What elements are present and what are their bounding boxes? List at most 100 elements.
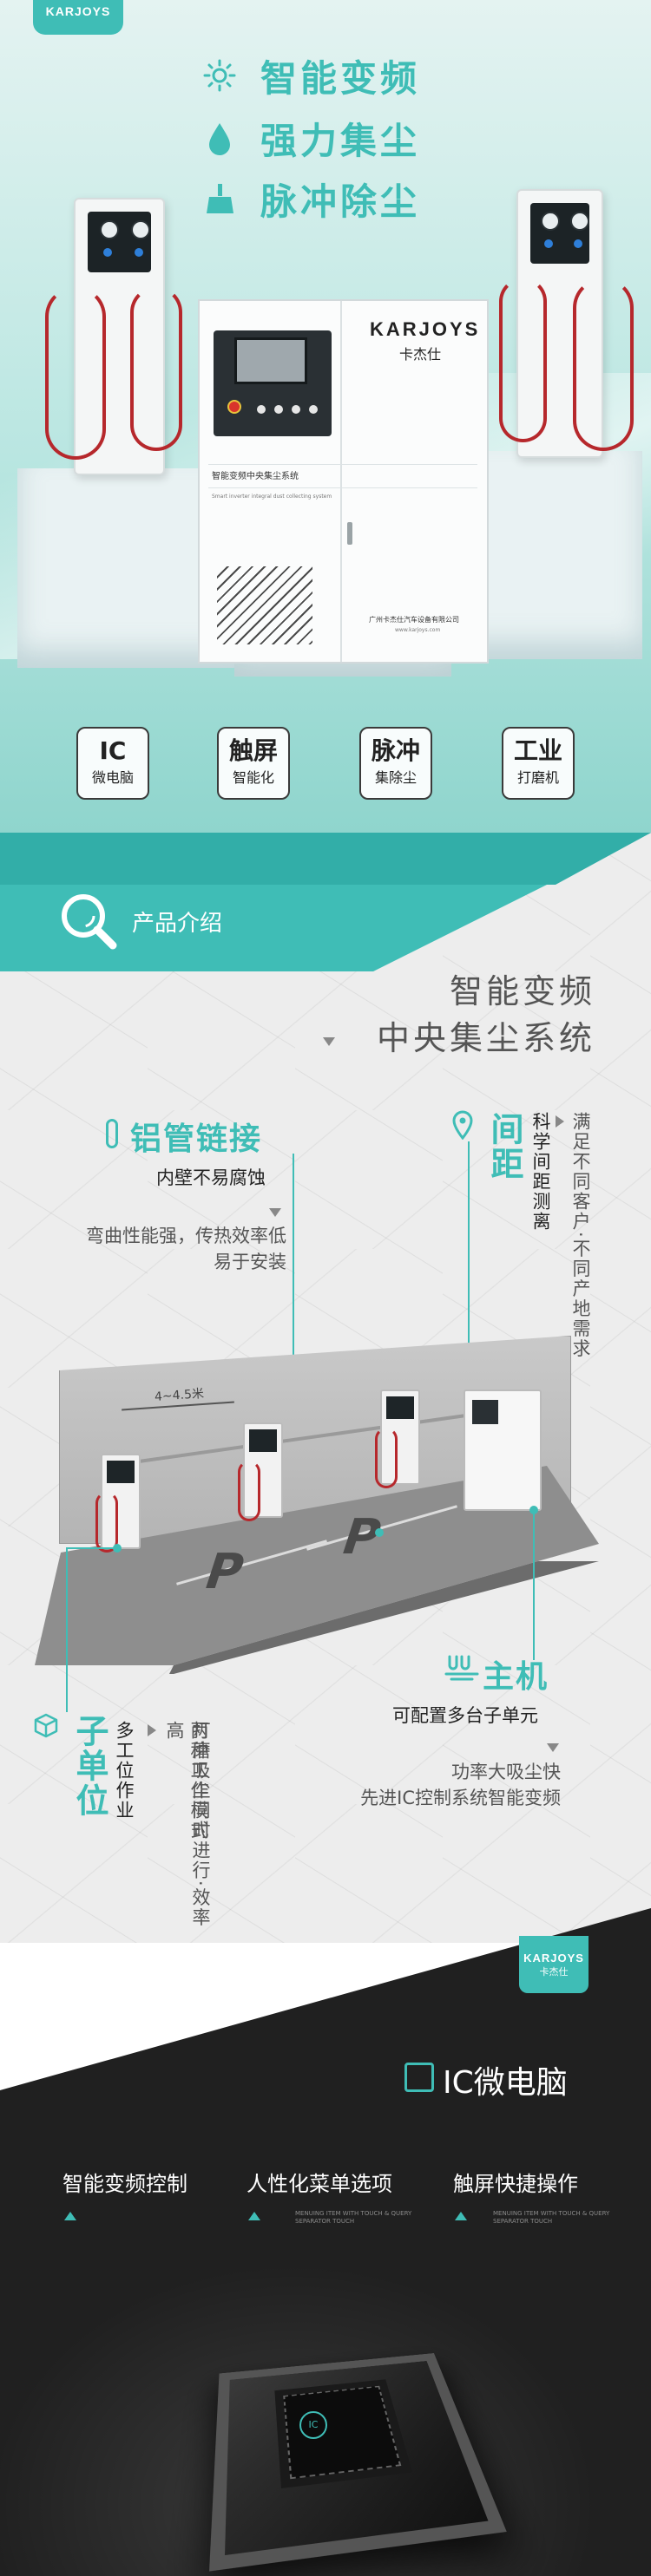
feature-box-ic: IC 微电脑	[76, 727, 149, 800]
feature-label: 强力集尘	[260, 119, 421, 162]
cabinet-website: www.karjoys.com	[395, 627, 441, 633]
search-icon	[56, 888, 120, 952]
ic-title: IC微电脑	[443, 2065, 568, 2101]
ic-brand-logo: KARJOYS 卡杰仕	[519, 1936, 589, 1993]
aluminum-subtitle: 内壁不易腐蚀	[156, 1167, 266, 1188]
host-title: 主机	[483, 1659, 549, 1695]
station-panel	[88, 212, 151, 272]
pipe-icon	[106, 1119, 118, 1148]
connector-line	[468, 1141, 470, 1440]
hose-icon	[130, 286, 182, 451]
feature-label: 智能变频	[260, 56, 421, 100]
touch-screen	[234, 337, 307, 384]
intro-header: 产品介绍	[132, 911, 223, 937]
mini-main-unit	[464, 1389, 542, 1511]
connector-line	[66, 1547, 115, 1549]
feature-box-industry: 工业 打磨机	[502, 727, 575, 800]
feature-box-subtitle: 打磨机	[516, 769, 559, 786]
distance-label: 4~4.5米	[154, 1387, 205, 1404]
hero-section: KARJOYS 智能变频 强力集尘 脉冲除尘	[0, 0, 651, 833]
ic-item-touch-sub: MENUING ITEM WITH TOUCH & QUERY SEPARATO…	[493, 2210, 610, 2225]
feature-label: 脉冲除尘	[260, 180, 421, 223]
intro-title-line1: 智能变频	[449, 972, 595, 1010]
feature-box-title: 触屏	[228, 736, 278, 765]
ic-item-menu-sub: MENUING ITEM WITH TOUCH & QUERY SEPARATO…	[295, 2210, 412, 2225]
triangle-icon	[269, 1208, 281, 1217]
ic-brand-logo-cn: 卡杰仕	[539, 1966, 569, 1978]
hose-icon	[375, 1428, 398, 1488]
triangle-icon	[455, 2212, 467, 2220]
host-body-line2: 先进IC控制系统智能变频	[360, 1788, 561, 1808]
feature-box-touch: 触屏 智能化	[217, 727, 290, 800]
hose-icon	[95, 1492, 118, 1553]
aluminum-body-line2: 易于安装	[214, 1252, 286, 1272]
aluminum-title: 铝管链接	[130, 1121, 263, 1157]
connector-line	[293, 1154, 294, 1412]
connector-dot	[113, 1544, 122, 1553]
triangle-icon	[547, 1743, 559, 1752]
feature-box-title: IC	[99, 736, 127, 765]
feature-pulse: 脉冲除尘	[200, 177, 420, 223]
station-panel	[530, 203, 589, 264]
connector-dot	[375, 1528, 384, 1537]
ic-item-menu: 人性化菜单选项	[247, 2172, 392, 2196]
hose-icon	[45, 286, 106, 460]
chip-ic-icon: IC	[299, 2411, 327, 2439]
brand-logo: KARJOYS	[33, 0, 123, 35]
cabinet-label-strip: 智能变频中央集尘系统	[208, 464, 477, 488]
hose-icon	[573, 278, 634, 451]
main-unit-cabinet: KARJOYS 卡杰仕 智能变频中央集尘系统 Smart inverter in…	[198, 299, 489, 664]
triangle-icon	[323, 1037, 335, 1046]
feature-box-pulse: 脉冲 集除尘	[359, 727, 432, 800]
cube-icon	[33, 1712, 59, 1738]
intro-title-line2: 中央集尘系统	[376, 1019, 595, 1057]
feature-inverter: 智能变频	[200, 54, 420, 100]
connector-line	[66, 1547, 68, 1712]
triangle-icon	[64, 2212, 76, 2220]
sub-unit-subtitle: 多工位作业	[114, 1721, 135, 1821]
sub-unit-body2: 两种工作模式	[188, 1721, 209, 1840]
feature-box-title: 工业	[513, 736, 562, 765]
gear-sun-icon	[200, 56, 240, 95]
triangle-icon	[556, 1115, 564, 1128]
feature-box-subtitle: 微电脑	[91, 769, 134, 786]
vent-grille	[217, 566, 312, 644]
feature-collect: 强力集尘	[200, 116, 420, 162]
ic-item-inverter: 智能变频控制	[62, 2172, 187, 2196]
cabinet-brand-cn: 卡杰仕	[399, 346, 442, 363]
cabinet-brand: KARJOYS	[370, 318, 481, 340]
chip-icon	[404, 2063, 434, 2092]
wind-icon	[444, 1653, 479, 1683]
control-panel	[214, 330, 332, 436]
hose-icon	[499, 278, 547, 442]
spacing-title: 间距	[485, 1112, 523, 1181]
cabinet-company: 广州卡杰仕汽车设备有限公司	[369, 616, 459, 624]
sub-unit-body: 打磨吸尘同时进行·效率高	[164, 1721, 211, 1928]
hose-icon	[238, 1461, 260, 1521]
feature-box-title: 脉冲	[371, 736, 420, 765]
cabinet-label-cn: 智能变频中央集尘系统	[212, 472, 299, 481]
brush-icon	[200, 179, 240, 219]
ic-item-touch: 触屏快捷操作	[453, 2172, 578, 2196]
intro-header-band-dark	[0, 833, 651, 885]
feature-box-subtitle: 集除尘	[374, 769, 417, 786]
host-subtitle: 可配置多台子单元	[392, 1705, 538, 1726]
triangle-icon	[248, 2212, 260, 2220]
host-body-line1: 功率大吸尘快	[451, 1762, 561, 1782]
cabinet-label-en: Smart inverter integral dust collecting …	[212, 494, 332, 500]
spacing-body: 满足不同客户·不同产地需求	[570, 1112, 591, 1359]
connector-line	[533, 1509, 535, 1660]
brand-logo-en: KARJOYS	[45, 4, 111, 18]
aluminum-body-line1: 弯曲性能强，传热效率低	[86, 1226, 286, 1246]
water-drop-icon	[200, 118, 240, 158]
location-pin-icon	[451, 1110, 474, 1141]
spacing-subtitle: 科学间距测离	[530, 1112, 551, 1232]
emergency-stop-icon	[227, 400, 241, 414]
sub-unit-title: 子单位	[70, 1714, 108, 1818]
door-handle	[347, 522, 352, 545]
feature-box-subtitle: 智能化	[232, 769, 274, 786]
host-body: 功率大吸尘快 先进IC控制系统智能变频	[321, 1759, 561, 1811]
triangle-icon	[148, 1724, 156, 1736]
aluminum-body: 弯曲性能强，传热效率低 易于安装	[56, 1223, 286, 1275]
ic-brand-logo-en: KARJOYS	[523, 1952, 584, 1965]
